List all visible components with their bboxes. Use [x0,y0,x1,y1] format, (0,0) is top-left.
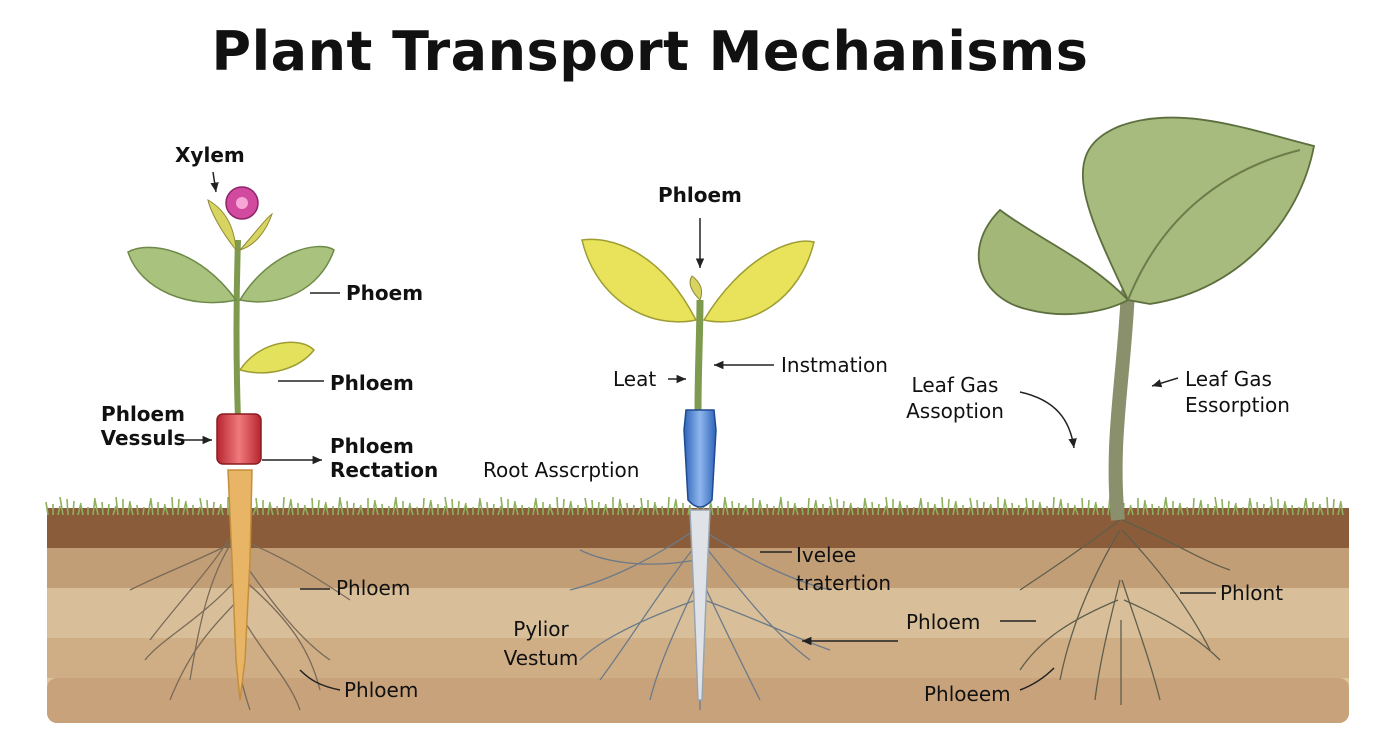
leaf-left-small [238,341,315,374]
page-title: Plant Transport Mechanisms [211,20,1089,83]
grass-blades [45,496,1344,516]
taproot-left [227,469,253,701]
leaf-left-lower-right [238,245,335,303]
label-phloeem: Phloeem [924,682,1011,706]
label-root-assorption: Root Asscrption [483,458,640,482]
label-phloem-stem: Phloem [330,371,414,395]
label-phloem-root-lower: Phloem [344,678,419,702]
vessel-red [216,413,262,465]
plant-left [127,186,335,465]
label-leat: Leat [613,367,657,391]
label-phlont: Phlont [1220,581,1284,605]
leaf-big-main [1081,116,1316,305]
label-instmation: Instmation [781,353,888,377]
grass-strip [45,496,1344,516]
plant-middle [581,238,815,508]
label-phloem-root-middle: Phloem [906,610,981,634]
label-arrows [182,171,1216,691]
leaf-middle-left [581,238,698,323]
leaf-big-left [977,208,1130,316]
label-phloem-top: Phloem [658,183,742,207]
vessel-blue [683,409,717,508]
plant-right [977,116,1316,521]
label-phoem: Phoem [346,281,424,305]
taproot-middle [689,509,711,701]
leaf-left-lower-left [127,246,238,304]
label-xylem: Xylem [175,143,245,167]
leaf-middle-right [702,240,815,323]
label-phloem-root-upper: Phloem [336,576,411,600]
root-system-right [1019,519,1231,705]
root-system-middle [569,529,831,710]
